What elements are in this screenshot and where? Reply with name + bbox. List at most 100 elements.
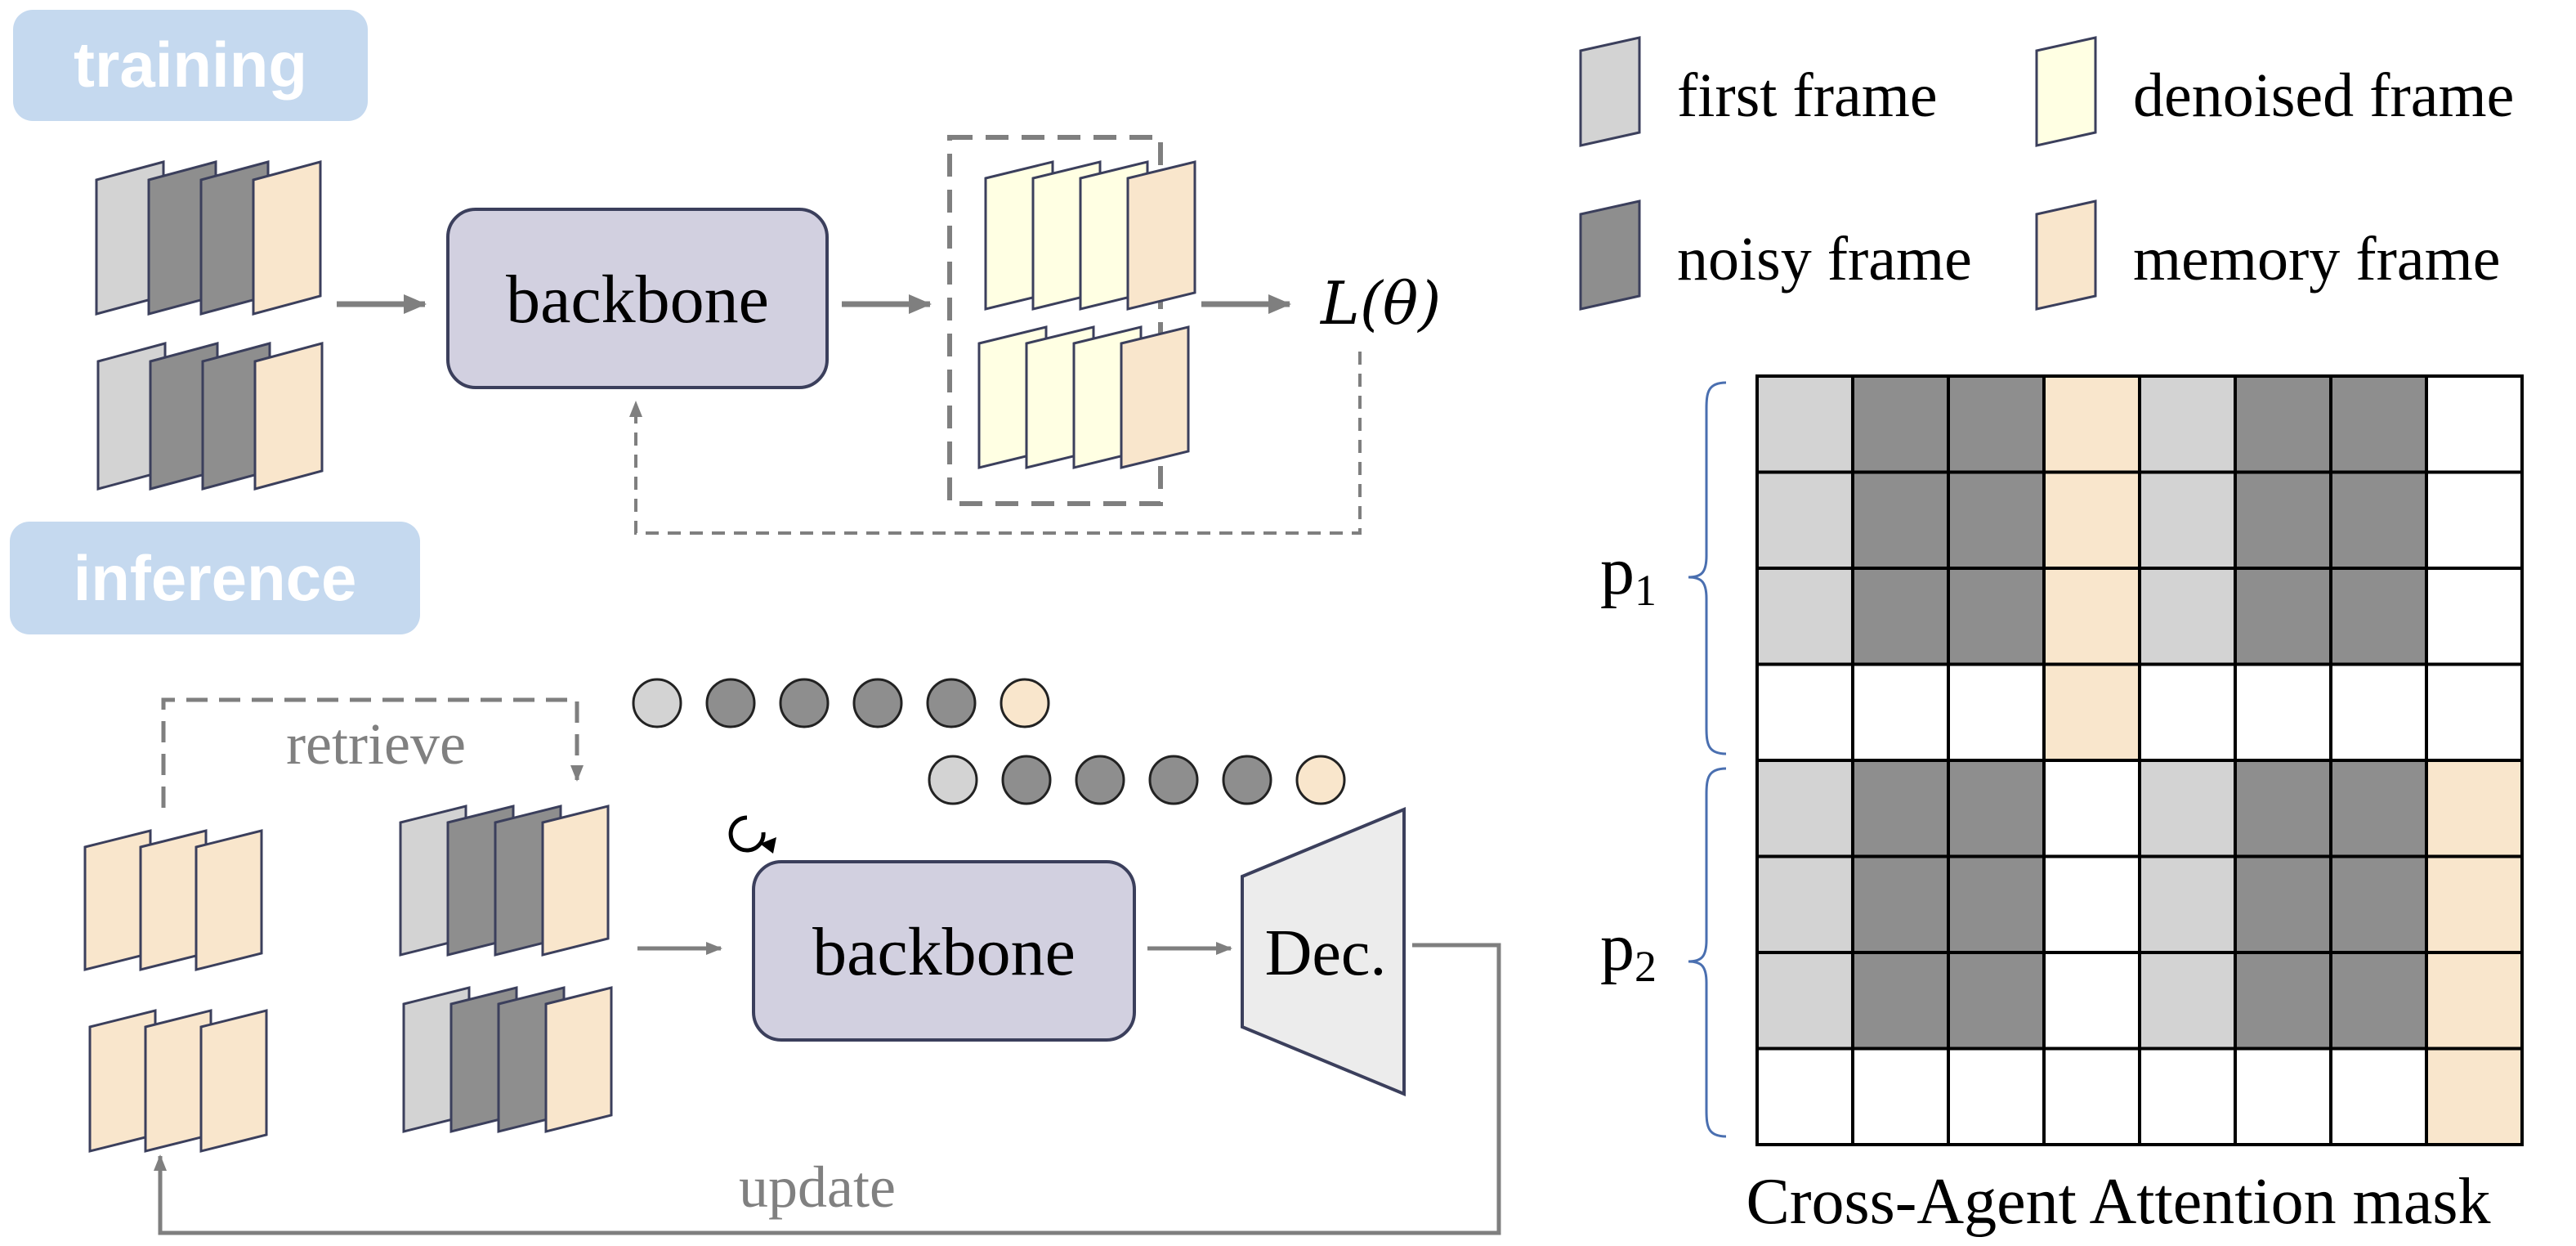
mask-cell-noisy bbox=[2234, 854, 2332, 954]
refresh-icon bbox=[728, 815, 776, 854]
mask-cell-empty bbox=[2042, 759, 2141, 858]
p1-label-sub: 1 bbox=[1635, 566, 1657, 615]
memory-frame bbox=[1120, 325, 1190, 469]
mask-cell-first bbox=[1755, 854, 1854, 954]
legend-swatch-memory bbox=[2035, 199, 2097, 311]
noisy-token bbox=[1075, 755, 1125, 805]
mask-cell-first bbox=[1755, 951, 1854, 1051]
mask-cell-noisy bbox=[1851, 470, 1950, 570]
legend-label-denoised: denoised frame bbox=[2133, 61, 2514, 130]
memory-token bbox=[1295, 755, 1346, 805]
mask-cell-first bbox=[1755, 567, 1854, 666]
training-output-frames-bottom bbox=[977, 325, 1190, 469]
mask-cell-empty bbox=[1755, 662, 1854, 762]
p2-label: p2 bbox=[1600, 909, 1657, 991]
decoder-label: Dec. bbox=[1265, 917, 1387, 989]
update-arrow bbox=[154, 943, 1501, 1235]
mask-cell-noisy bbox=[2234, 567, 2332, 666]
mask-cell-noisy bbox=[1947, 374, 2046, 474]
mask-cell-noisy bbox=[2329, 567, 2428, 666]
noisy-token bbox=[1001, 755, 1052, 805]
p2-label-sub: 2 bbox=[1635, 942, 1657, 991]
mask-cell-noisy bbox=[1947, 759, 2046, 858]
mask-cell-memory bbox=[2042, 662, 2141, 762]
p2-label-base: p bbox=[1600, 909, 1635, 985]
backbone-train-label: backbone bbox=[506, 262, 769, 338]
brace-p1 bbox=[1688, 381, 1727, 755]
mask-cell-first bbox=[2138, 854, 2237, 954]
retrieve-label: retrieve bbox=[286, 711, 466, 777]
noisy-token bbox=[779, 678, 830, 728]
mask-cell-empty bbox=[2042, 1047, 2141, 1146]
first-token bbox=[928, 755, 978, 805]
mask-cell-noisy bbox=[2329, 951, 2428, 1051]
noisy-token bbox=[1222, 755, 1272, 805]
inference-badge-label: inference bbox=[74, 542, 357, 614]
mask-caption: Cross-Agent Attention mask bbox=[1746, 1166, 2490, 1238]
inference-input-frames-bottom bbox=[402, 986, 613, 1133]
legend-swatch-denoised bbox=[2035, 36, 2097, 147]
legend-label-first: first frame bbox=[1677, 61, 1938, 130]
mask-cell-empty bbox=[1755, 1047, 1854, 1146]
training-badge-label: training bbox=[74, 29, 307, 101]
gradient-feedback-arrow bbox=[629, 352, 1362, 535]
mask-cell-first bbox=[2138, 951, 2237, 1051]
memory-bank-frames-top bbox=[83, 829, 263, 971]
mask-cell-empty bbox=[2329, 662, 2428, 762]
mask-cell-empty bbox=[2234, 1047, 2332, 1146]
mask-cell-memory bbox=[2425, 854, 2524, 954]
mask-cell-noisy bbox=[2234, 470, 2332, 570]
mask-cell-noisy bbox=[2329, 470, 2428, 570]
retrieve-arrow bbox=[161, 697, 584, 808]
brace-p2 bbox=[1688, 767, 1727, 1138]
memory-frame bbox=[1126, 160, 1196, 311]
memory-frame bbox=[253, 342, 324, 491]
memory-frame bbox=[541, 805, 610, 957]
backbone-train-block bbox=[446, 208, 829, 389]
p1-label-base: p bbox=[1600, 533, 1635, 609]
mask-cell-memory bbox=[2425, 759, 2524, 858]
mask-cell-empty bbox=[2042, 854, 2141, 954]
memory-frame bbox=[199, 1009, 268, 1153]
training-output-frames-top bbox=[984, 160, 1196, 311]
mask-cell-noisy bbox=[1851, 374, 1950, 474]
memory-token bbox=[1000, 678, 1050, 728]
first-token bbox=[632, 678, 682, 728]
mask-cell-noisy bbox=[2234, 374, 2332, 474]
p1-label: p1 bbox=[1600, 533, 1657, 615]
inference-badge bbox=[10, 522, 420, 634]
inference-section: inference retrieve backbone Dec. update bbox=[10, 522, 1501, 1235]
mask-cell-noisy bbox=[1851, 567, 1950, 666]
mask-cell-noisy bbox=[1851, 759, 1950, 858]
mask-cell-empty bbox=[2042, 951, 2141, 1051]
update-label: update bbox=[739, 1154, 896, 1220]
mask-cell-empty bbox=[2138, 1047, 2237, 1146]
mask-cell-empty bbox=[2425, 470, 2524, 570]
backbone-infer-label: backbone bbox=[812, 914, 1076, 990]
mask-cell-memory bbox=[2425, 1047, 2524, 1146]
mask-cell-empty bbox=[1947, 662, 2046, 762]
loss-label: L(θ) bbox=[1319, 269, 1441, 338]
legend-swatch-first bbox=[1579, 36, 1641, 147]
mask-cell-empty bbox=[1851, 1047, 1950, 1146]
memory-frame bbox=[252, 160, 322, 316]
mask-cell-empty bbox=[1851, 662, 1950, 762]
training-input-frames-bottom bbox=[96, 342, 324, 491]
mask-cell-noisy bbox=[2329, 759, 2428, 858]
mask-cell-empty bbox=[1947, 1047, 2046, 1146]
mask-cell-noisy bbox=[2234, 951, 2332, 1051]
mask-cell-empty bbox=[2425, 374, 2524, 474]
mask-cell-first bbox=[1755, 374, 1854, 474]
output-dashed-box bbox=[947, 135, 1163, 506]
mask-cell-empty bbox=[2234, 662, 2332, 762]
mask-cell-first bbox=[1755, 470, 1854, 570]
mask-cell-noisy bbox=[1947, 854, 2046, 954]
mask-cell-empty bbox=[2425, 662, 2524, 762]
mask-cell-first bbox=[2138, 470, 2237, 570]
backbone-infer-block bbox=[752, 860, 1136, 1042]
mask-cell-empty bbox=[2425, 567, 2524, 666]
mask-cell-noisy bbox=[1851, 854, 1950, 954]
decoder-block bbox=[1241, 807, 1406, 1096]
mask-cell-first bbox=[2138, 759, 2237, 858]
